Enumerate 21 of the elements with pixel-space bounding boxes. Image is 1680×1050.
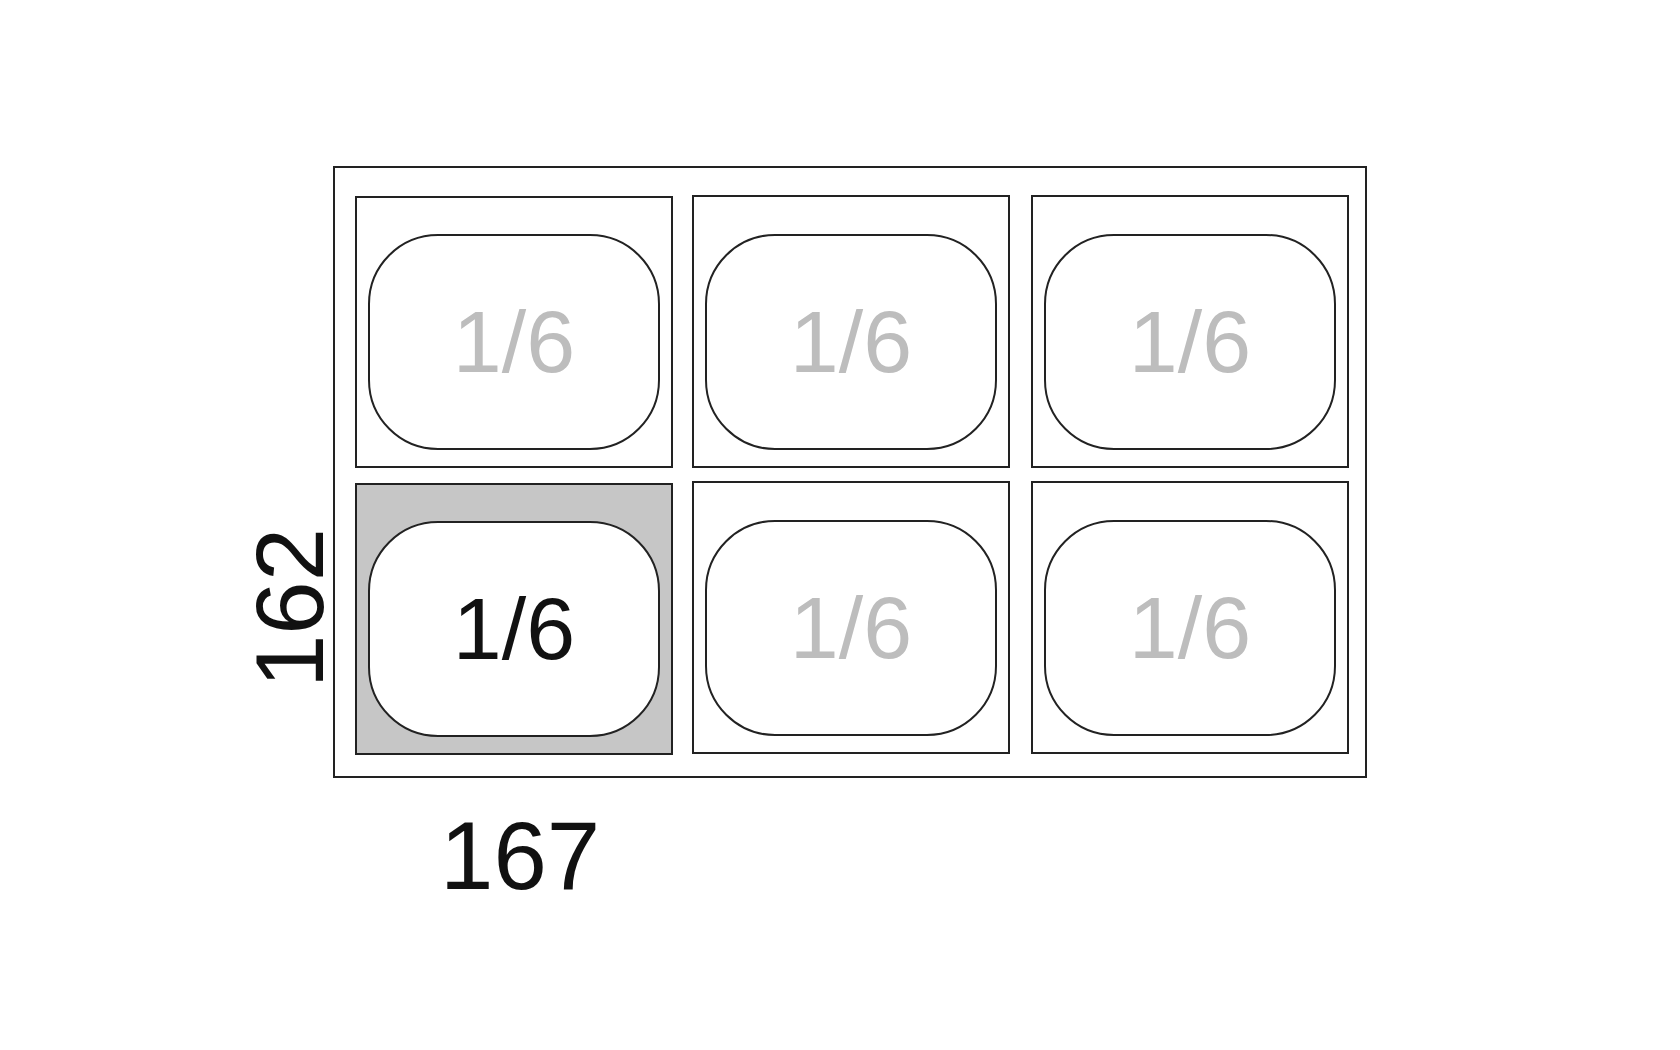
size-fraction: 1/6 bbox=[452, 298, 576, 386]
dimension-label: 162 bbox=[242, 527, 339, 689]
tray-outline bbox=[333, 166, 1367, 778]
compartment bbox=[355, 196, 673, 468]
size-fraction: 1/6 bbox=[789, 583, 913, 672]
size-fraction: 1/6 bbox=[452, 585, 576, 673]
size-fraction: 1/6 bbox=[1128, 297, 1252, 386]
compartment bbox=[1031, 481, 1349, 754]
container-lid bbox=[1044, 519, 1336, 736]
container-lid bbox=[1044, 233, 1336, 450]
size-fraction: 1/6 bbox=[1128, 583, 1252, 672]
compartment bbox=[692, 481, 1010, 754]
container-lid bbox=[368, 234, 660, 450]
container-lid bbox=[368, 521, 660, 737]
compartment bbox=[1031, 195, 1349, 468]
compartment bbox=[692, 195, 1010, 468]
size-fraction: 1/6 bbox=[789, 297, 913, 386]
highlighted-compartment bbox=[355, 483, 673, 755]
container-lid bbox=[705, 519, 997, 736]
container-lid bbox=[705, 233, 997, 450]
dimension-label: 167 bbox=[440, 808, 601, 904]
